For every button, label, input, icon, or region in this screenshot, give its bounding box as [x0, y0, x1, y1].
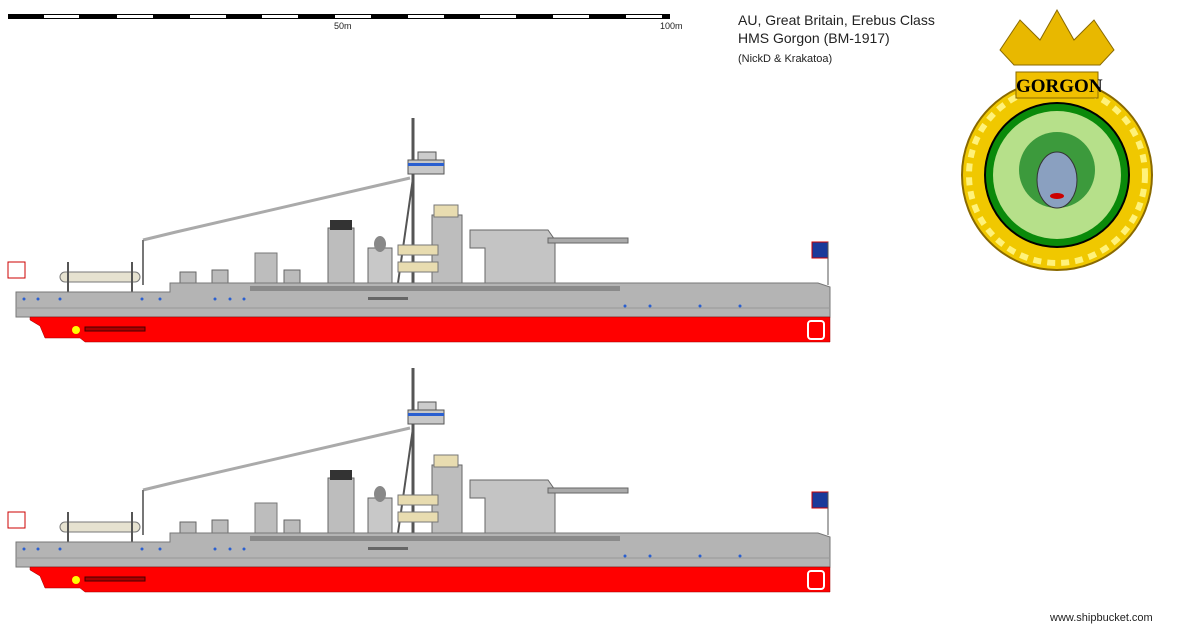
- scale-label-50m: 50m: [334, 21, 352, 31]
- scale-bar: [8, 14, 670, 19]
- ship-profile-lower: [6, 366, 832, 594]
- ship-crest: [961, 8, 1153, 271]
- crest-name-label: GORGON: [1016, 76, 1103, 97]
- ship-name-title: HMS Gorgon (BM-1917): [738, 30, 890, 46]
- ship-profile-upper: [6, 116, 832, 344]
- site-watermark: www.shipbucket.com: [1050, 612, 1153, 624]
- scale-label-100m: 100m: [660, 21, 683, 31]
- authors-credit: (NickD & Krakatoa): [738, 53, 833, 65]
- ship-class-title: AU, Great Britain, Erebus Class: [738, 12, 935, 28]
